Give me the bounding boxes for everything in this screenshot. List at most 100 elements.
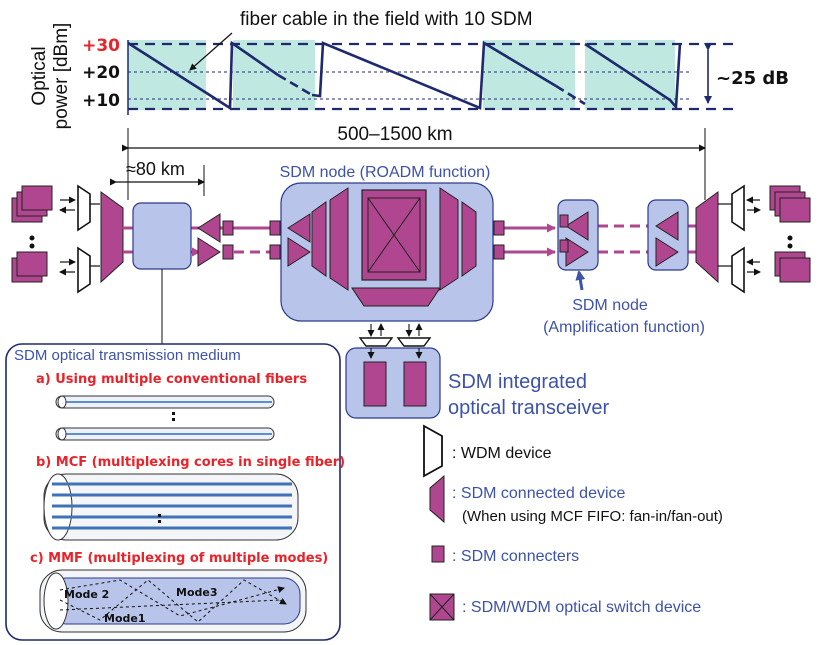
multicore-fiber (43, 473, 299, 541)
mode3-label: Mode3 (176, 586, 218, 599)
ellipsis-dot (787, 235, 793, 241)
amplifier-icon (565, 211, 589, 241)
sdm-connector (222, 220, 234, 236)
ylabel-line1: Optical (29, 46, 50, 105)
power-sawtooth-dash (277, 73, 313, 97)
ellipsis-dot (787, 243, 793, 249)
amp-node-box (647, 199, 689, 271)
left-terminal (11, 184, 124, 294)
wdm-device-icon (731, 184, 745, 232)
medium-option-c: c) MMF (multiplexing of multiple modes) (30, 551, 328, 566)
medium-option-a: a) Using multiple conventional fibers (36, 372, 307, 387)
amp-node-label-line1: SDM node (572, 297, 648, 314)
wdm-device-icon (77, 246, 91, 294)
wdm-device-icon (77, 184, 91, 232)
title-pointer (189, 32, 233, 71)
sdm-connector (493, 220, 505, 236)
legend-sdm-connected-icon (429, 474, 445, 524)
sdm-connector (269, 244, 281, 260)
legend-wdm-icon (423, 424, 443, 478)
integrated-transceiver: SDM integrated optical transceiver (345, 323, 610, 419)
optical-switch-icon (367, 197, 421, 273)
mode1-label: Mode1 (104, 612, 146, 625)
legend-connector-icon (431, 545, 445, 563)
power-sawtooth-dash (555, 84, 586, 106)
ellipsis-dot (172, 412, 175, 415)
transceiver-block (779, 257, 811, 283)
sdm-connector (559, 214, 569, 228)
tick-30: +30 (82, 36, 120, 56)
inline-span (132, 202, 234, 344)
medium-panel: SDM optical transmission medium a) Using… (5, 343, 345, 641)
amp-node-pointer (575, 270, 586, 291)
power-sawtooth (584, 42, 682, 111)
transmission-medium-box (132, 202, 192, 270)
tick-10: +10 (82, 91, 120, 111)
multimode-fiber: Mode 2 Mode1 Mode3 (39, 569, 307, 633)
wdm-device-icon (396, 337, 432, 347)
sdm-connected-device-icon (329, 187, 349, 291)
add-drop-device-icon (351, 287, 441, 307)
switch-cross (367, 197, 421, 273)
wdm-device-icon (731, 246, 745, 294)
legend-connector-text: : SDM connecters (452, 548, 579, 565)
power-plot: fiber cable in the field with 10 SDM Opt… (29, 9, 789, 129)
legend-sdm-connected-note: (When using MCF FIFO: fan-in/fan-out) (462, 508, 723, 525)
amplifier-icon (655, 211, 679, 241)
legend-sdm-connected-text: : SDM connected device (452, 485, 626, 502)
amplifier-icon (197, 237, 221, 267)
power-sawtooth (127, 40, 279, 111)
power-sawtooth (311, 40, 557, 110)
plot-title: fiber cable in the field with 10 SDM (240, 9, 533, 30)
ellipsis-dot (29, 235, 35, 241)
amplifier-icon (287, 237, 311, 267)
amplifier-icon (655, 237, 679, 267)
medium-option-b: b) MCF (multiplexing cores in single fib… (36, 455, 345, 470)
sdm-connected-device-icon (311, 201, 327, 277)
transceiver-block (779, 197, 811, 223)
mode-ray (59, 579, 287, 623)
conventional-fiber (55, 427, 275, 441)
mmf-core (49, 577, 301, 625)
amplification-node (647, 199, 689, 271)
mode-ray (59, 599, 281, 611)
sdm-connector (559, 239, 569, 253)
sdm-connector (493, 244, 505, 260)
total-distance-label: 500–1500 km (337, 124, 452, 145)
transceiver-block (403, 361, 427, 407)
conventional-fiber (55, 395, 275, 409)
distance-dimensions: 500–1500 km ≈80 km (110, 124, 706, 200)
transceiver-label-line1: SDM integrated (448, 371, 587, 393)
roadm-node: SDM node (ROADM function) (269, 164, 505, 322)
ellipsis-dot (29, 243, 35, 249)
transceiver-block (363, 361, 387, 407)
sdm-connector (222, 244, 234, 260)
amp-node-box (557, 199, 599, 271)
mode2-label: Mode 2 (64, 588, 109, 601)
transceiver-block (16, 251, 48, 277)
mmf-end (43, 572, 69, 630)
sdm-connected-device-icon (439, 187, 459, 291)
ylabel-line2: power [dBm] (51, 23, 72, 130)
ellipsis-dot (158, 520, 161, 523)
legend-switch-text: : SDM/WDM optical switch device (462, 599, 701, 616)
tick-20: +20 (82, 63, 120, 83)
transceiver-block (21, 185, 53, 211)
ellipsis-dot (172, 418, 175, 421)
amplification-node: SDM node (Amplification function) (543, 199, 705, 336)
amplifier-icon (287, 213, 311, 243)
db-label: ~25 dB (716, 68, 789, 89)
sdm-connected-device-icon (461, 201, 477, 277)
legend-switch-cross (429, 593, 455, 621)
medium-title: SDM optical transmission medium (14, 347, 241, 364)
legend-wdm-text: : WDM device (452, 445, 552, 462)
fiber-end (57, 427, 67, 441)
legend: : WDM device : SDM connected device (Whe… (423, 424, 723, 621)
amp-node-label-line2: (Amplification function) (543, 319, 705, 336)
sdm-connector (269, 220, 281, 236)
ellipsis-dot (158, 514, 161, 517)
right-terminal (695, 184, 811, 294)
transceiver-label-line2: optical transceiver (448, 397, 610, 419)
fiber-end (57, 395, 67, 409)
